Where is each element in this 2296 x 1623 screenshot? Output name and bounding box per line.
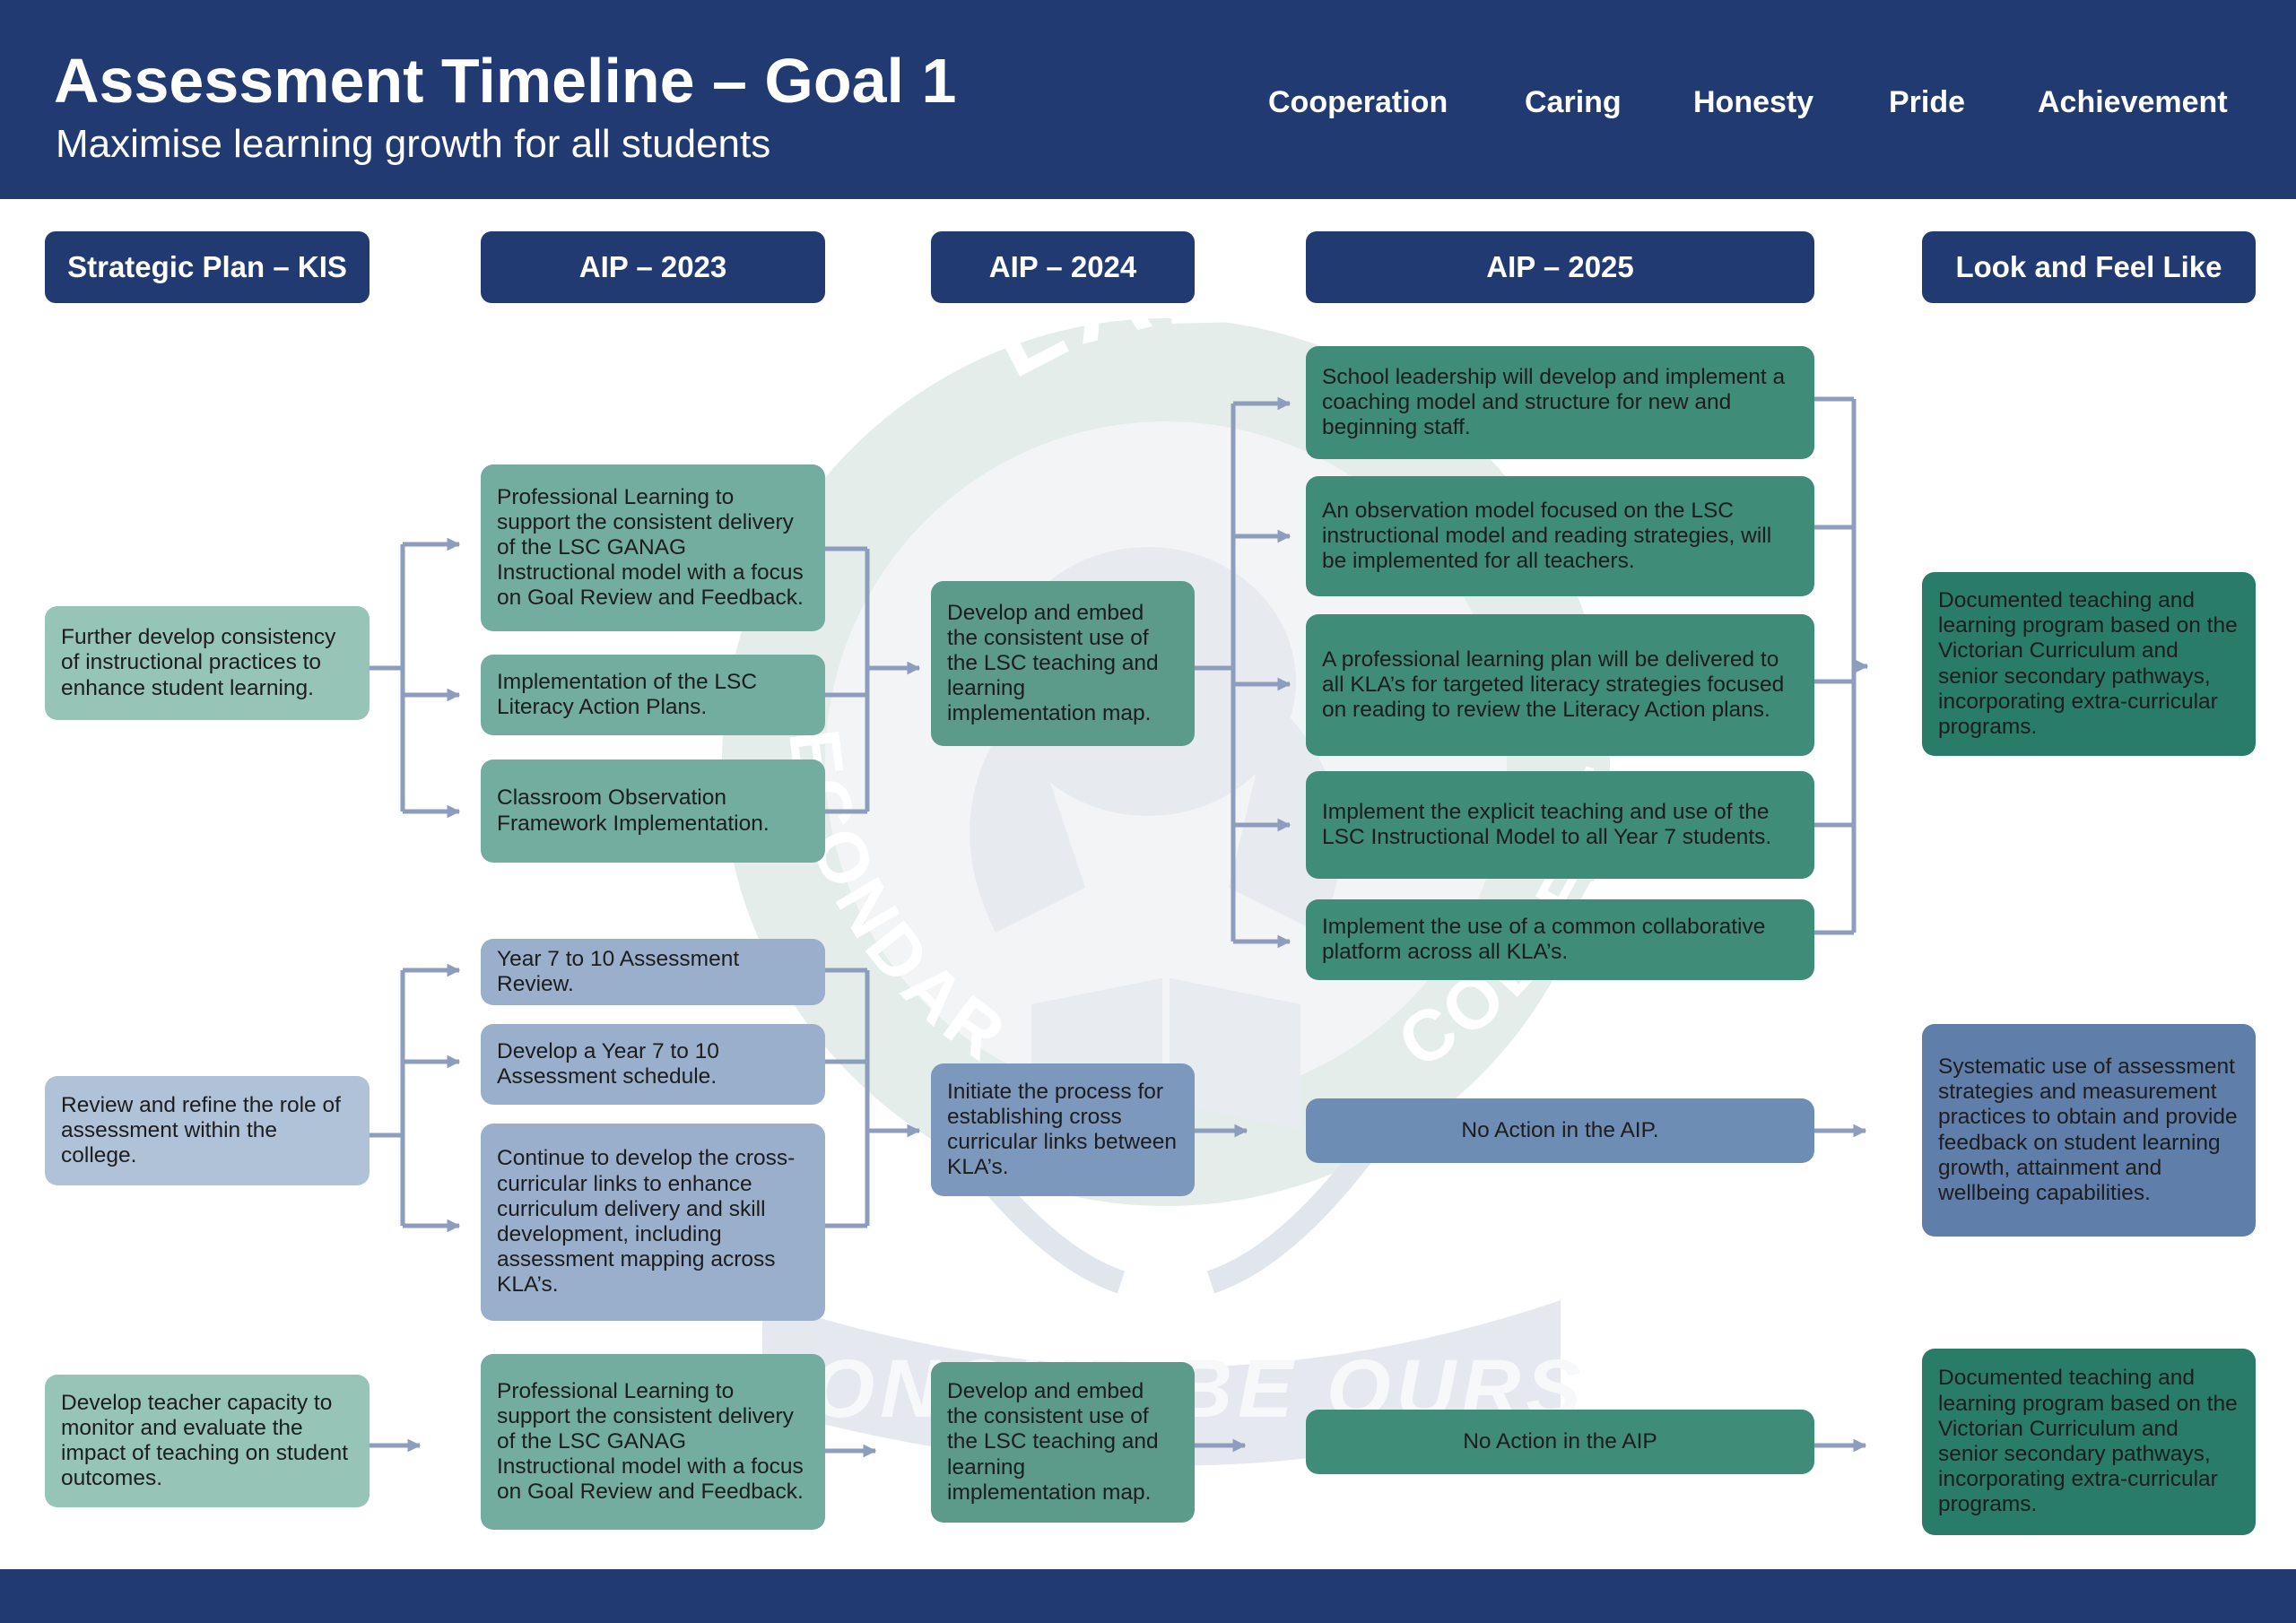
row2-aip2023-item-2: Develop a Year 7 to 10 Assessment schedu…	[481, 1024, 825, 1105]
row1-aip2024-box: Develop and embed the consistent use of …	[931, 581, 1195, 746]
row2-kis-box: Review and refine the role of assessment…	[45, 1076, 370, 1185]
column-header-aip-2023: AIP – 2023	[481, 231, 825, 303]
row2-kis-text: Review and refine the role of assessment…	[61, 1092, 341, 1168]
page-subtitle: Maximise learning growth for all student…	[56, 122, 771, 166]
row1-aip2023-item-3: Classroom Observation Framework Implemen…	[481, 759, 825, 863]
column-header-aip-2025: AIP – 2025	[1306, 231, 1814, 303]
value-cooperation: Cooperation	[1268, 85, 1448, 119]
row1-aip2025-item-2-text: An observation model focused on the LSC …	[1322, 498, 1772, 574]
row1-aip2023-item-1-text: Professional Learning to support the con…	[497, 484, 804, 611]
row3-look-text: Documented teaching and learning program…	[1938, 1366, 2238, 1517]
row1-aip2025-item-4: Implement the explicit teaching and use …	[1306, 771, 1814, 879]
row1-aip2025-item-3-text: A professional learning plan will be del…	[1322, 647, 1785, 723]
value-caring: Caring	[1525, 85, 1622, 119]
row1-aip2023-item-2: Implementation of the LSC Literacy Actio…	[481, 655, 825, 735]
row1-aip2023-item-3-text: Classroom Observation Framework Implemen…	[497, 785, 770, 836]
value-honesty: Honesty	[1693, 85, 1814, 119]
row1-kis-text: Further develop consistency of instructi…	[61, 625, 336, 700]
row1-kis-box: Further develop consistency of instructi…	[45, 606, 370, 720]
row1-aip2024-text: Develop and embed the consistent use of …	[947, 600, 1159, 726]
row1-look-text: Documented teaching and learning program…	[1938, 587, 2238, 739]
row1-aip2025-item-1-text: School leadership will develop and imple…	[1322, 364, 1786, 440]
row3-aip2024-text: Develop and embed the consistent use of …	[947, 1379, 1159, 1505]
row1-aip2023-item-1: Professional Learning to support the con…	[481, 464, 825, 631]
row3-kis-text: Develop teacher capacity to monitor and …	[61, 1390, 349, 1491]
row3-kis-box: Develop teacher capacity to monitor and …	[45, 1375, 370, 1507]
column-header-strategic-plan: Strategic Plan – KIS	[45, 231, 370, 303]
row2-aip2024-text: Initiate the process for establishing cr…	[947, 1079, 1177, 1180]
row3-look-box: Documented teaching and learning program…	[1922, 1349, 2256, 1535]
row1-aip2025-item-2: An observation model focused on the LSC …	[1306, 476, 1814, 596]
row1-aip2023-item-2-text: Implementation of the LSC Literacy Actio…	[497, 669, 758, 719]
row3-aip2024-box: Develop and embed the consistent use of …	[931, 1362, 1195, 1523]
row3-aip2023-box: Professional Learning to support the con…	[481, 1354, 825, 1530]
row1-aip2025-item-5-text: Implement the use of a common collaborat…	[1322, 914, 1766, 964]
row2-aip2023-item-3: Continue to develop the cross-curricular…	[481, 1124, 825, 1321]
row2-aip2023-item-1-text: Year 7 to 10 Assessment Review.	[497, 946, 740, 996]
value-achievement: Achievement	[2038, 85, 2228, 119]
value-pride: Pride	[1889, 85, 1966, 119]
row3-aip2025-box: No Action in the AIP	[1306, 1410, 1814, 1474]
row2-aip2025-text: No Action in the AIP.	[1461, 1117, 1659, 1142]
row1-aip2025-item-1: School leadership will develop and imple…	[1306, 346, 1814, 459]
row1-aip2025-item-4-text: Implement the explicit teaching and use …	[1322, 799, 1772, 849]
row3-aip2025-text: No Action in the AIP	[1463, 1428, 1657, 1454]
row2-aip2024-box: Initiate the process for establishing cr…	[931, 1063, 1195, 1196]
row1-aip2025-item-5: Implement the use of a common collaborat…	[1306, 899, 1814, 980]
column-header-aip-2024: AIP – 2024	[931, 231, 1195, 303]
footer-bar	[0, 1569, 2296, 1623]
row1-look-box: Documented teaching and learning program…	[1922, 572, 2256, 756]
row1-aip2025-item-3: A professional learning plan will be del…	[1306, 614, 1814, 756]
row2-aip2023-item-2-text: Develop a Year 7 to 10 Assessment schedu…	[497, 1038, 719, 1089]
row2-aip2023-item-3-text: Continue to develop the cross-curricular…	[497, 1146, 796, 1298]
page-title: Assessment Timeline – Goal 1	[54, 46, 957, 116]
header-banner: Assessment Timeline – Goal 1 Maximise le…	[0, 0, 2296, 199]
row3-aip2023-text: Professional Learning to support the con…	[497, 1378, 804, 1505]
row2-look-text: Systematic use of assessment strategies …	[1938, 1054, 2238, 1205]
row2-look-box: Systematic use of assessment strategies …	[1922, 1024, 2256, 1237]
column-header-look-and-feel: Look and Feel Like	[1922, 231, 2256, 303]
row2-aip2023-item-1: Year 7 to 10 Assessment Review.	[481, 939, 825, 1005]
row2-aip2025-box: No Action in the AIP.	[1306, 1098, 1814, 1163]
